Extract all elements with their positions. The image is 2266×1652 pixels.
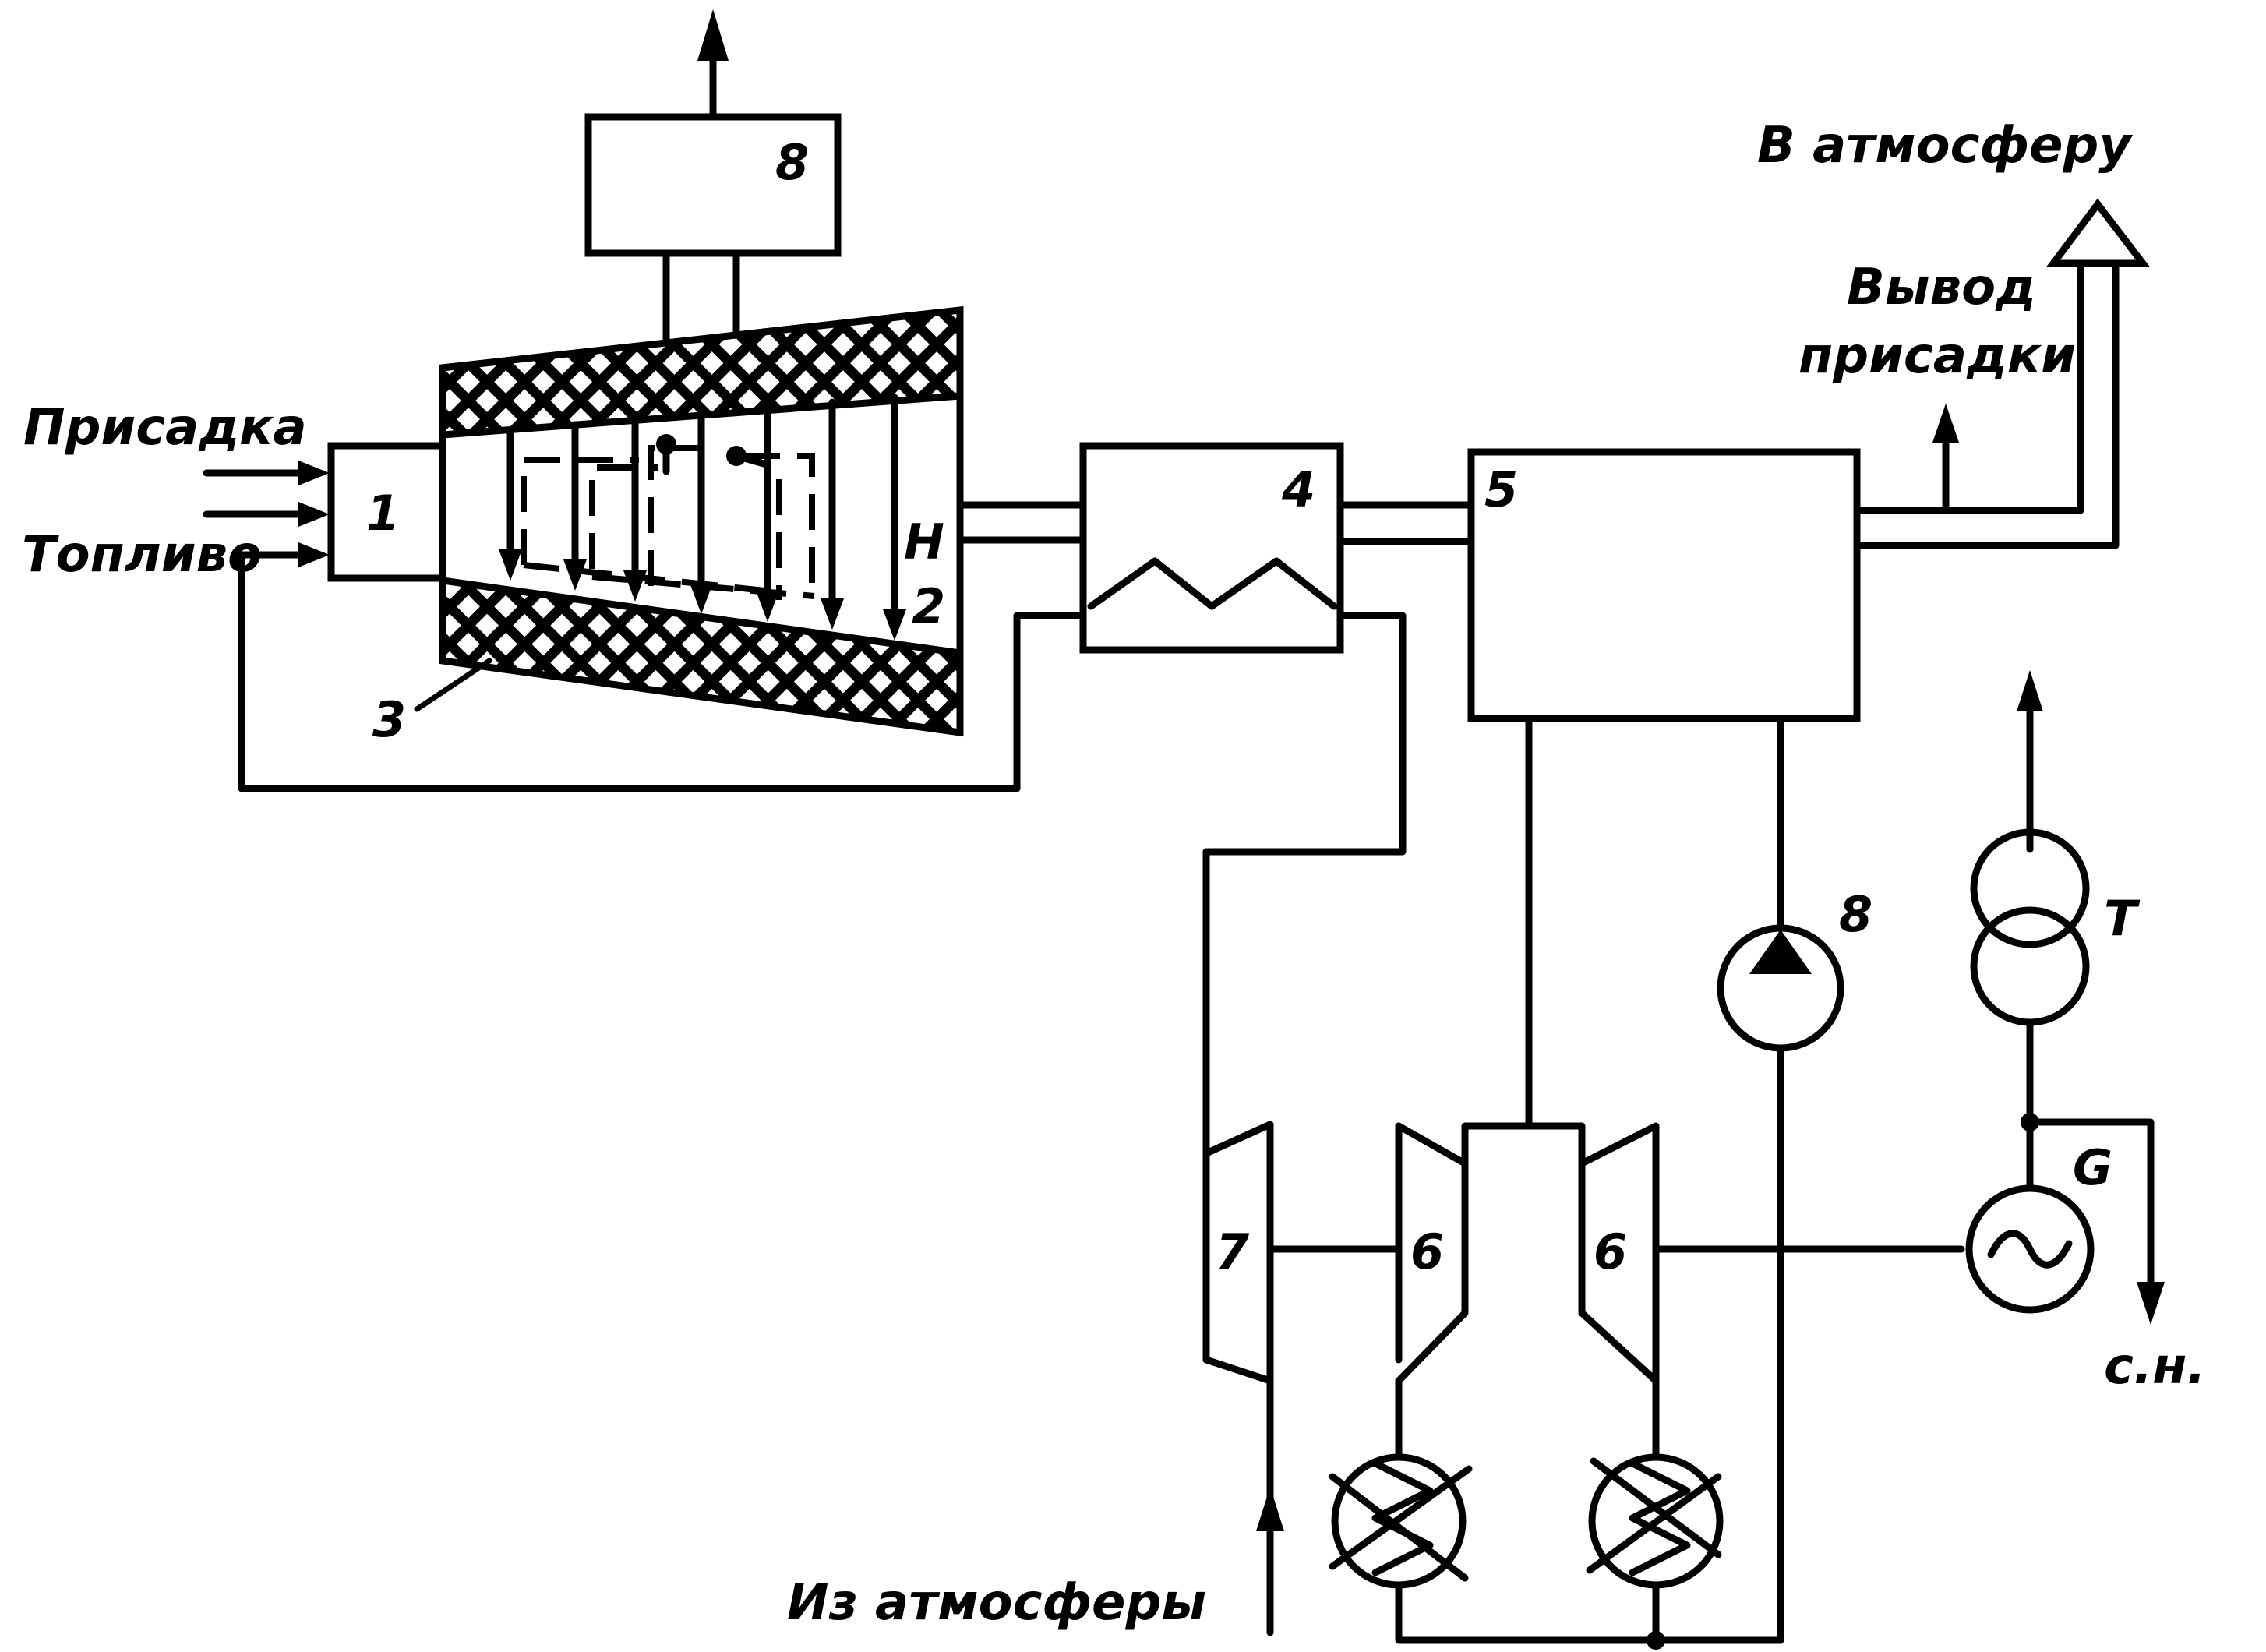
top-unit-8 [584, 9, 842, 460]
mhd-channel [439, 305, 964, 737]
number-8-pump: 8 [1839, 886, 1872, 943]
label-additive-output-1: Вывод [1847, 259, 2036, 316]
return-line [238, 551, 1087, 792]
box-5 [1467, 448, 1861, 722]
transformer-t [1970, 670, 2090, 1192]
number-4: 4 [1281, 461, 1315, 518]
label-own-needs: с.н. [2104, 1338, 2206, 1396]
number-6-right: 6 [1594, 1223, 1627, 1280]
number-1: 1 [366, 485, 400, 542]
generator-g [1965, 1113, 2165, 1325]
exhaust-arrow [1853, 198, 2151, 549]
condensers [1329, 1377, 1784, 1650]
number-7: 7 [1216, 1223, 1250, 1280]
pump-8 [1717, 924, 1844, 1052]
label-additive-output-2: присадки [1798, 327, 2076, 385]
label-additive: Присадка [23, 399, 307, 457]
letter-h: Н [904, 514, 944, 570]
leader-3 [414, 658, 492, 712]
letter-t: Т [2104, 890, 2141, 947]
turbines [1202, 1121, 1660, 1385]
label-from-atmosphere: Из атмосферы [787, 1574, 1206, 1632]
air-line [1202, 612, 1407, 1157]
heater-box-4 [1079, 442, 1344, 654]
number-6-left: 6 [1410, 1223, 1444, 1280]
number-3: 3 [372, 691, 406, 748]
number-2: 2 [912, 578, 945, 635]
number-5: 5 [1484, 461, 1518, 518]
electrode-arrows [499, 394, 906, 641]
inlet-box-1 [203, 442, 450, 582]
label-to-atmosphere: В атмосферу [1757, 117, 2133, 175]
number-8-top: 8 [775, 134, 809, 191]
label-fuel: Топливо [22, 526, 262, 584]
intake-arrow [1256, 1487, 1284, 1531]
letter-g: G [2073, 1139, 2112, 1196]
